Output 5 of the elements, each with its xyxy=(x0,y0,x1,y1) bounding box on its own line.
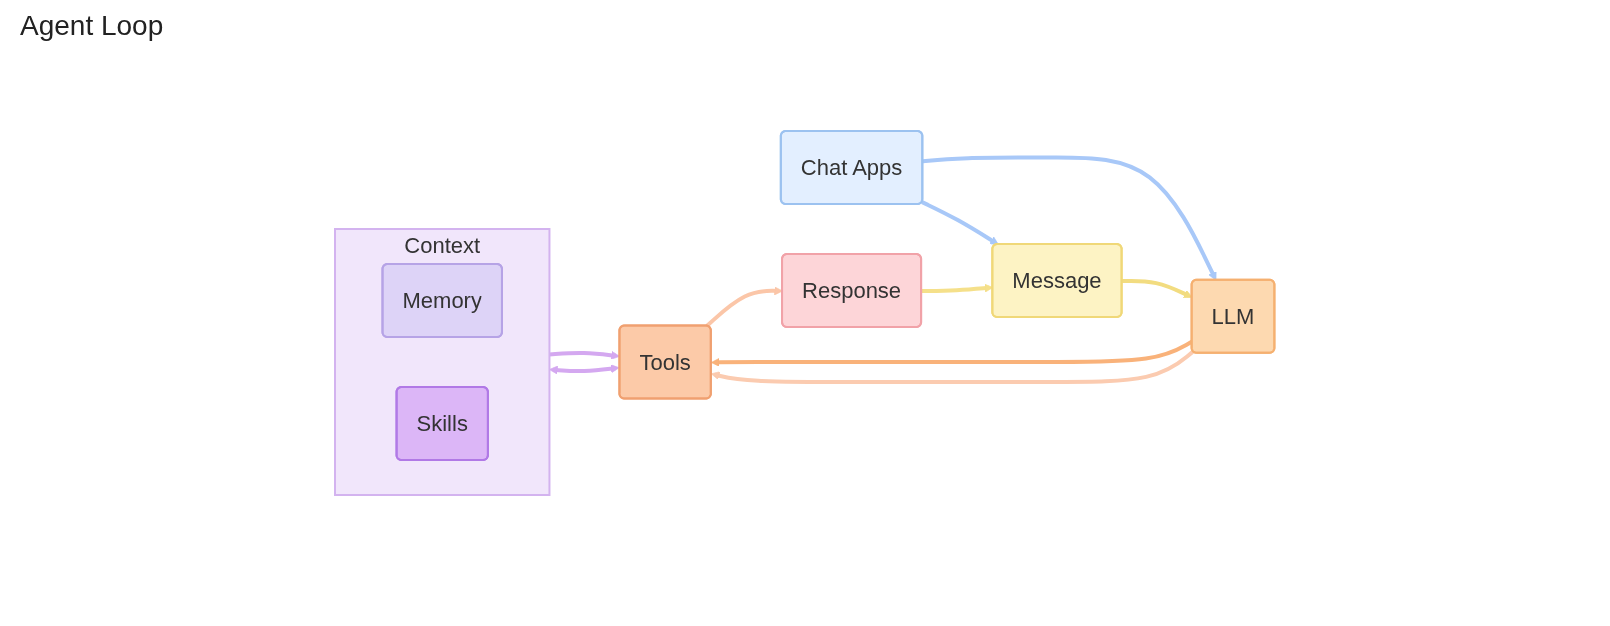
arrow xyxy=(921,200,1000,245)
loop-label: Agent Loop xyxy=(20,10,164,42)
arrow xyxy=(711,349,1195,384)
arrow xyxy=(922,155,1217,281)
arrow xyxy=(549,364,620,375)
